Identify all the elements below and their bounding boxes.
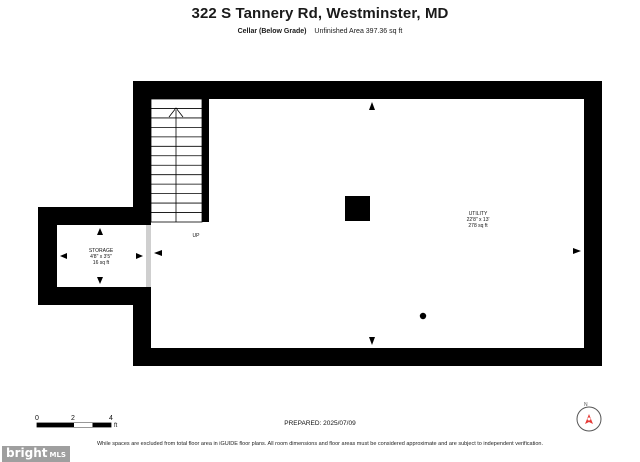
watermark-brand: bright	[6, 446, 48, 460]
scale-tick-label: 0	[35, 415, 39, 422]
walls	[38, 81, 602, 366]
scale-bar-segment	[37, 423, 74, 427]
storage-arrow-down-icon	[97, 277, 103, 284]
storage-arrow-up-icon	[97, 228, 103, 235]
storage-arrow-left-icon	[60, 253, 67, 259]
utility-room-area: 278 sq ft	[468, 223, 488, 229]
arrow-left-icon	[154, 250, 162, 256]
scale-bar-segment	[92, 423, 111, 427]
svg-text:N: N	[584, 402, 588, 408]
disclaimer-note: While spaces are excluded from total flo…	[96, 441, 544, 447]
scale-bar: 0 2 4 ft	[35, 415, 118, 429]
storage-interior	[57, 225, 149, 287]
stairs-up-label: UP	[193, 233, 201, 239]
compass-icon: N	[576, 402, 602, 432]
staircase	[150, 98, 203, 223]
prepared-date: PREPARED: 2025/07/09	[284, 420, 356, 427]
scale-tick-label: 2	[71, 415, 75, 422]
scale-tick-label: 4	[109, 415, 113, 422]
arrow-down-icon	[369, 337, 375, 345]
room-labels: UTILITY 22'8" x 13' 278 sq ft STORAGE 4'…	[89, 211, 490, 266]
floor-level-summary: Cellar (Below Grade) Unfinished Area 397…	[0, 28, 640, 35]
storage-room-name: STORAGE	[89, 248, 114, 254]
storage-room-dims: 4'8" x 3'5"	[90, 254, 112, 260]
scale-bar-segment	[74, 423, 93, 427]
arrow-right-icon	[573, 248, 581, 254]
scale-unit-label: ft	[114, 423, 118, 429]
storage-partition	[146, 225, 151, 287]
main-room-interior	[151, 99, 584, 348]
page-title: 322 S Tannery Rd, Westminster, MD	[191, 5, 449, 22]
utility-room-name: UTILITY	[469, 211, 488, 217]
utility-room-dims: 22'8" x 13'	[467, 217, 490, 223]
floor-area-label: Unfinished Area 397.36 sq ft	[314, 28, 403, 35]
storage-room-area: 16 sq ft	[93, 260, 110, 266]
arrow-up-icon	[369, 102, 375, 110]
dimension-arrows	[60, 102, 581, 345]
stair-arrow-head	[168, 107, 184, 118]
storage-arrow-right-icon	[136, 253, 143, 259]
stair-treads	[151, 108, 202, 213]
support-column	[345, 196, 370, 221]
stair-wall	[202, 99, 209, 222]
floor-level-label: Cellar (Below Grade)	[237, 28, 307, 35]
floor-drain-icon	[419, 312, 427, 320]
stair-outline	[150, 98, 203, 223]
watermark-suffix: MLS	[49, 451, 66, 459]
